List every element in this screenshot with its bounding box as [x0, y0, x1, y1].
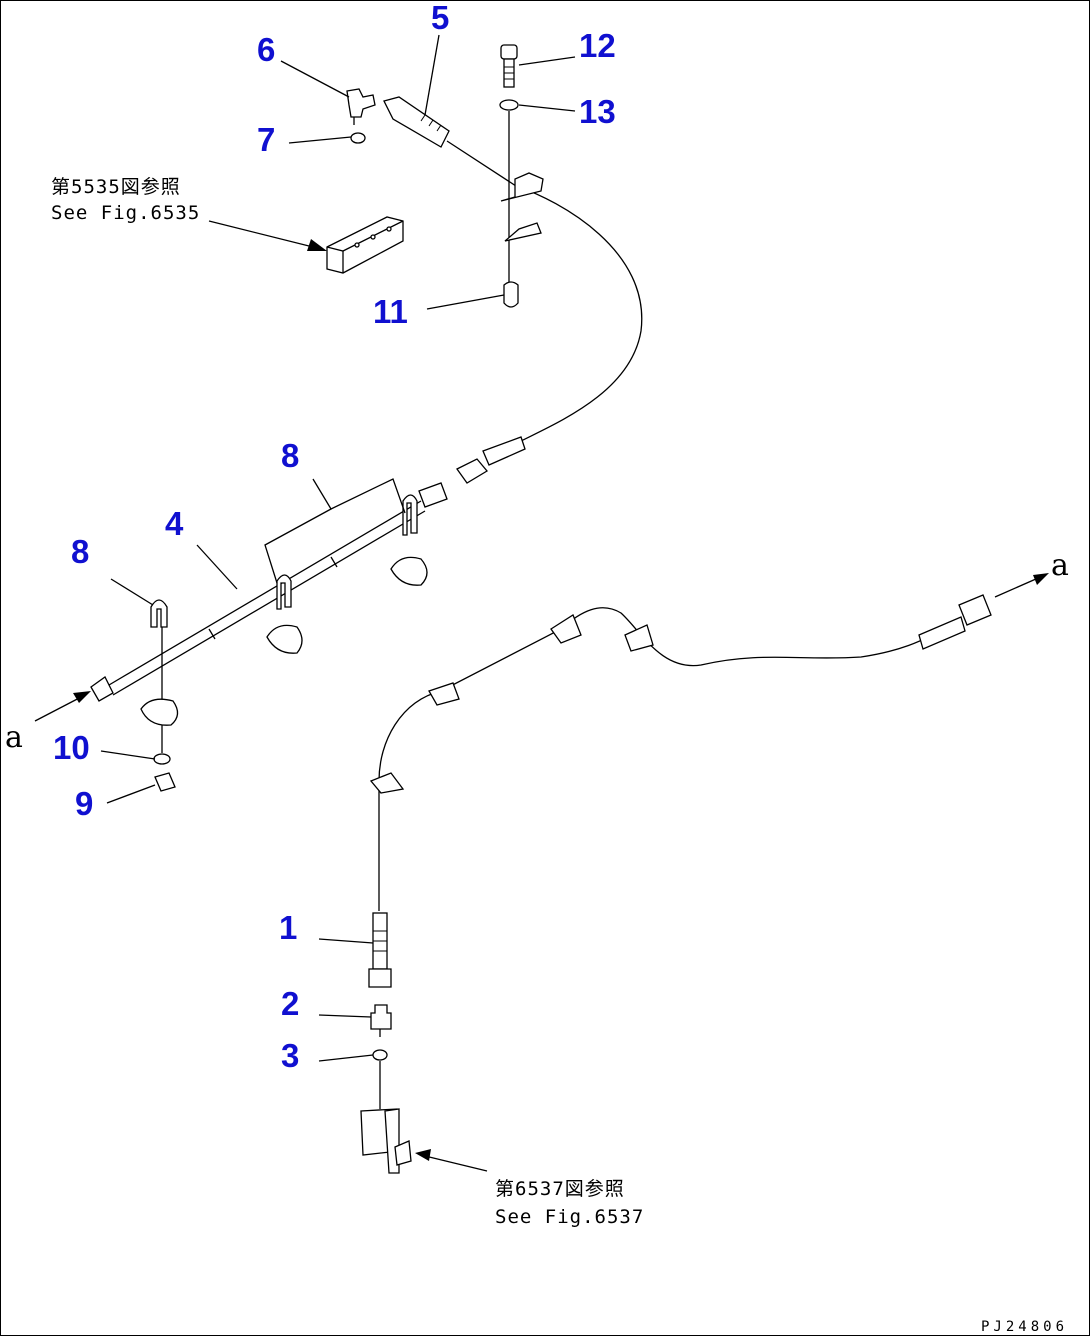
- lower-hose-end-fitting: [918, 594, 992, 650]
- callout-4: 4: [165, 505, 184, 542]
- callout-7: 7: [257, 121, 275, 158]
- upper-hose: [446, 140, 643, 442]
- callout-10: 10: [53, 729, 90, 766]
- callout-12: 12: [579, 27, 616, 64]
- callout-9: 9: [75, 785, 93, 822]
- ref-bottom-en: See Fig.6537: [495, 1206, 644, 1228]
- valve-block-ref-6537: [360, 1108, 412, 1174]
- part-2-adapter: [370, 1004, 392, 1037]
- callout-11: 11: [373, 293, 408, 330]
- callout-1: 1: [279, 909, 297, 946]
- callout-2: 2: [281, 985, 299, 1022]
- part-4-pipe: [90, 500, 426, 702]
- valve-block-ref-6535: [326, 216, 404, 274]
- connector-letter-left: a: [5, 720, 23, 755]
- callout-5: 5: [431, 1, 449, 36]
- hose-clamps-lower: [369, 614, 654, 794]
- part-9-nut: [154, 772, 176, 792]
- part-8-u-bolt-right: [276, 494, 418, 610]
- part-10-washer: [153, 753, 171, 765]
- clamp-pads: [266, 556, 428, 654]
- leader-lines: [34, 34, 1049, 1172]
- ref-top-jp: 第5535図参照: [51, 176, 181, 198]
- upper-hose-end-fitting: [418, 436, 526, 508]
- callout-13: 13: [579, 93, 616, 130]
- callout-8-right: 8: [281, 437, 299, 474]
- part-3-o-ring: [372, 1049, 388, 1061]
- part-13-washer: [499, 99, 519, 111]
- part-5-hose-fitting: [383, 96, 450, 148]
- clamp-pad-left: [140, 698, 179, 726]
- clamp-upper: [500, 172, 544, 242]
- part-6-elbow-fitting: [346, 88, 376, 125]
- ref-bottom-jp: 第6537図参照: [495, 1178, 625, 1200]
- part-1-hose-fitting: [368, 912, 392, 988]
- part-8-u-bolt-left: [150, 599, 168, 753]
- callout-3: 3: [281, 1037, 299, 1074]
- ref-top-en: See Fig.6535: [51, 202, 200, 224]
- part-11-spacer: [503, 281, 519, 308]
- callout-6: 6: [257, 31, 275, 68]
- part-12-bolt: [500, 44, 518, 88]
- part-7-o-ring: [350, 132, 366, 144]
- callout-8-left: 8: [71, 533, 89, 570]
- connector-letter-right: a: [1051, 548, 1069, 583]
- lower-hose: [378, 607, 942, 911]
- drawing-code: PJ24806: [981, 1319, 1068, 1335]
